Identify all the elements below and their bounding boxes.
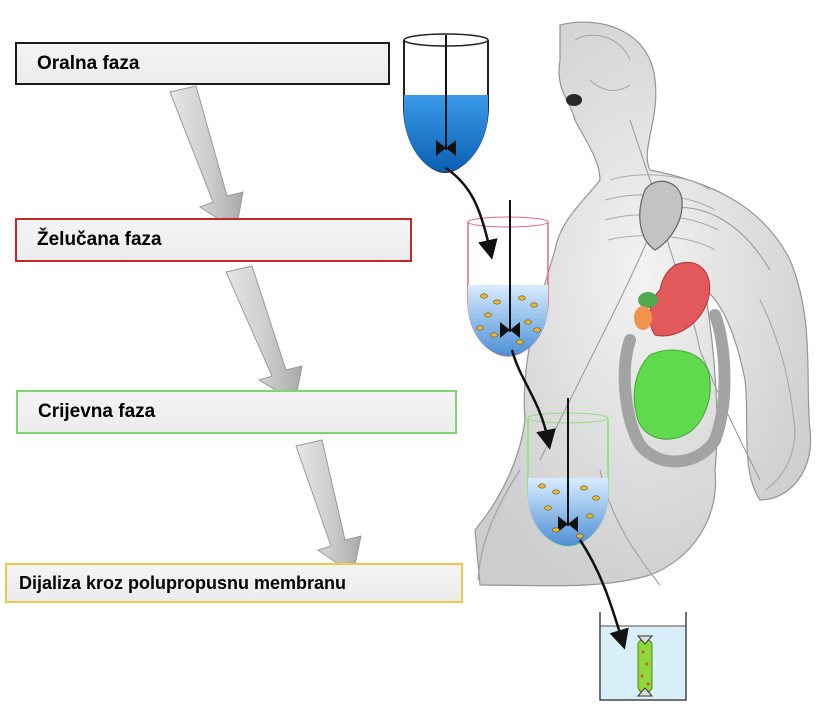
flow-arrow-1 (170, 86, 243, 230)
gastric-vessel (468, 200, 548, 356)
oral-phase-box: Oralna faza (15, 42, 390, 85)
oral-vessel (404, 34, 488, 172)
gastric-phase-label: Želučana faza (37, 229, 162, 251)
intestinal-phase-label: Crijevna faza (38, 401, 155, 423)
dialysis-phase-box: Dijaliza kroz polupropusnu membranu (5, 563, 463, 603)
flow-arrow-2 (226, 266, 302, 402)
oral-phase-label: Oralna faza (37, 53, 139, 75)
gastric-phase-box: Želučana faza (15, 218, 412, 262)
dialysis-phase-label: Dijaliza kroz polupropusnu membranu (19, 573, 346, 594)
flow-arrow-3 (296, 440, 361, 574)
dialysis-beaker (600, 612, 686, 700)
intestinal-phase-box: Crijevna faza (16, 390, 457, 434)
